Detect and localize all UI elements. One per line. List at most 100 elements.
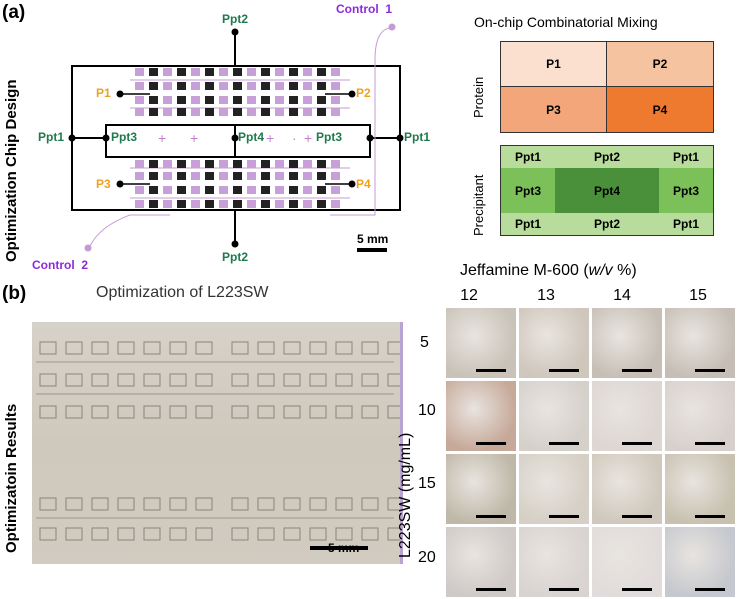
label-p3: P3	[96, 177, 111, 191]
ppt-cell-r3c2: Ppt2	[555, 213, 659, 235]
valve	[303, 172, 312, 180]
valve	[261, 96, 270, 104]
valve	[275, 108, 284, 116]
label-ppt1-left: Ppt1	[38, 130, 65, 144]
valve	[233, 108, 242, 116]
photo-chamber	[169, 527, 187, 541]
valve	[191, 96, 200, 104]
photo-chamber	[231, 405, 249, 419]
valve	[275, 186, 284, 194]
valve	[303, 186, 312, 194]
valve	[275, 160, 284, 168]
valve	[219, 108, 228, 116]
micrograph-tile	[665, 381, 735, 451]
valve	[233, 172, 242, 180]
valve	[261, 82, 270, 90]
valve	[219, 96, 228, 104]
precipitant-axis-label: Precipitant	[471, 174, 486, 236]
valve	[163, 160, 172, 168]
photo-chamber	[91, 373, 109, 387]
photo-chamber	[387, 373, 400, 387]
micrograph-tile	[592, 381, 662, 451]
x-tick-14: 14	[613, 287, 631, 304]
x-axis-title: Jeffamine M-600 (w/v %)	[460, 262, 637, 279]
x-tick-13: 13	[537, 287, 555, 304]
photo-chamber	[65, 405, 83, 419]
protein-cell-p4: P4	[607, 87, 713, 132]
valve	[275, 82, 284, 90]
valve	[233, 200, 242, 208]
valve	[289, 160, 298, 168]
valve	[289, 68, 298, 76]
valve	[163, 172, 172, 180]
valve	[261, 68, 270, 76]
valve	[191, 172, 200, 180]
valve	[135, 160, 144, 168]
valve	[149, 172, 158, 180]
valve	[163, 82, 172, 90]
photo-chamber	[65, 341, 83, 355]
valve	[191, 186, 200, 194]
valve	[191, 68, 200, 76]
ppt-cell-r2c2: Ppt4	[555, 168, 659, 213]
valve	[205, 186, 214, 194]
photo-title: Optimization of L223SW	[96, 284, 269, 301]
valve	[135, 68, 144, 76]
valve	[331, 200, 340, 208]
valve	[149, 160, 158, 168]
photo-chamber	[335, 405, 353, 419]
label-control-2: Control 2	[32, 258, 89, 272]
svg-text:·: ·	[292, 130, 297, 146]
micrograph-tile	[446, 527, 516, 597]
precipitant-grid: Ppt1 Ppt2 Ppt1 Ppt3 Ppt4 Ppt3 Ppt1 Ppt2 …	[500, 145, 714, 236]
valve	[149, 200, 158, 208]
label-ppt2-bottom: Ppt2	[222, 250, 249, 264]
valve	[233, 82, 242, 90]
photo-chamber	[169, 405, 187, 419]
photo-chamber	[195, 341, 213, 355]
photo-scale-bar	[310, 546, 368, 550]
svg-text:+: +	[304, 130, 312, 146]
photo-chamber	[195, 497, 213, 511]
tile-scale-bar	[695, 442, 725, 445]
photo-chamber	[257, 497, 275, 511]
valve	[149, 108, 158, 116]
valve	[275, 172, 284, 180]
label-p2: P2	[356, 86, 371, 100]
micrograph-tile	[592, 308, 662, 378]
photo-chamber	[309, 405, 327, 419]
photo-chamber	[387, 497, 400, 511]
photo-chamber	[361, 497, 379, 511]
micrograph-tile	[519, 454, 589, 524]
valve	[289, 200, 298, 208]
photo-chamber	[309, 373, 327, 387]
chip-scale-bar	[357, 248, 387, 252]
micrograph-tile	[519, 308, 589, 378]
valve	[317, 82, 326, 90]
ppt-cell-r1c2: Ppt2	[555, 146, 659, 168]
photo-chamber	[309, 527, 327, 541]
valve	[135, 186, 144, 194]
ppt-cell-r3c1: Ppt1	[501, 213, 555, 235]
photo-chamber	[283, 405, 301, 419]
label-ppt1-right: Ppt1	[404, 130, 431, 144]
micrograph-tile	[446, 454, 516, 524]
chip-photo-drawing	[36, 341, 400, 550]
valve	[205, 200, 214, 208]
valve	[247, 108, 256, 116]
photo-chamber	[65, 527, 83, 541]
valve	[177, 200, 186, 208]
valve	[177, 96, 186, 104]
valve	[163, 186, 172, 194]
micrograph-tile	[592, 454, 662, 524]
panel-a-letter: (a)	[2, 2, 26, 23]
photo-chamber	[231, 373, 249, 387]
photo-chamber	[143, 527, 161, 541]
valve	[135, 200, 144, 208]
label-ppt3-left: Ppt3	[111, 130, 138, 144]
valve	[289, 172, 298, 180]
valve	[191, 108, 200, 116]
valve	[191, 82, 200, 90]
valve	[163, 68, 172, 76]
valve	[177, 82, 186, 90]
